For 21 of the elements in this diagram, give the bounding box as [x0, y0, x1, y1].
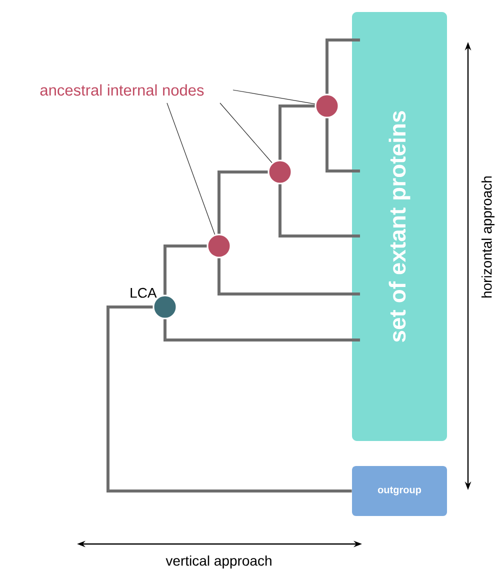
tree-branch — [164, 244, 207, 295]
tree-branch — [106, 306, 352, 492]
callout-text: ancestral internal nodes — [40, 84, 204, 96]
node-label: LCA — [130, 288, 157, 298]
ancestral-node-circle — [314, 94, 340, 118]
ancestral-node-circle — [268, 160, 292, 184]
tree-branch — [278, 184, 360, 238]
ancestral-node-circle — [206, 234, 232, 258]
protein-set-box: set of extant proteins — [352, 12, 447, 441]
dimension-label: vertical approach — [166, 555, 272, 569]
tree-branch — [326, 118, 360, 172]
dimension-label: horizontal approach — [481, 176, 495, 298]
leader-line — [166, 102, 216, 235]
tree-branch — [278, 104, 315, 160]
tree-branch — [164, 319, 360, 342]
leader-line — [232, 90, 316, 104]
tree-branch — [218, 170, 268, 234]
leader-line — [220, 102, 272, 164]
outgroup-box: outgroup — [352, 466, 447, 516]
tree-branch — [326, 38, 360, 94]
tree-branch — [218, 258, 360, 296]
